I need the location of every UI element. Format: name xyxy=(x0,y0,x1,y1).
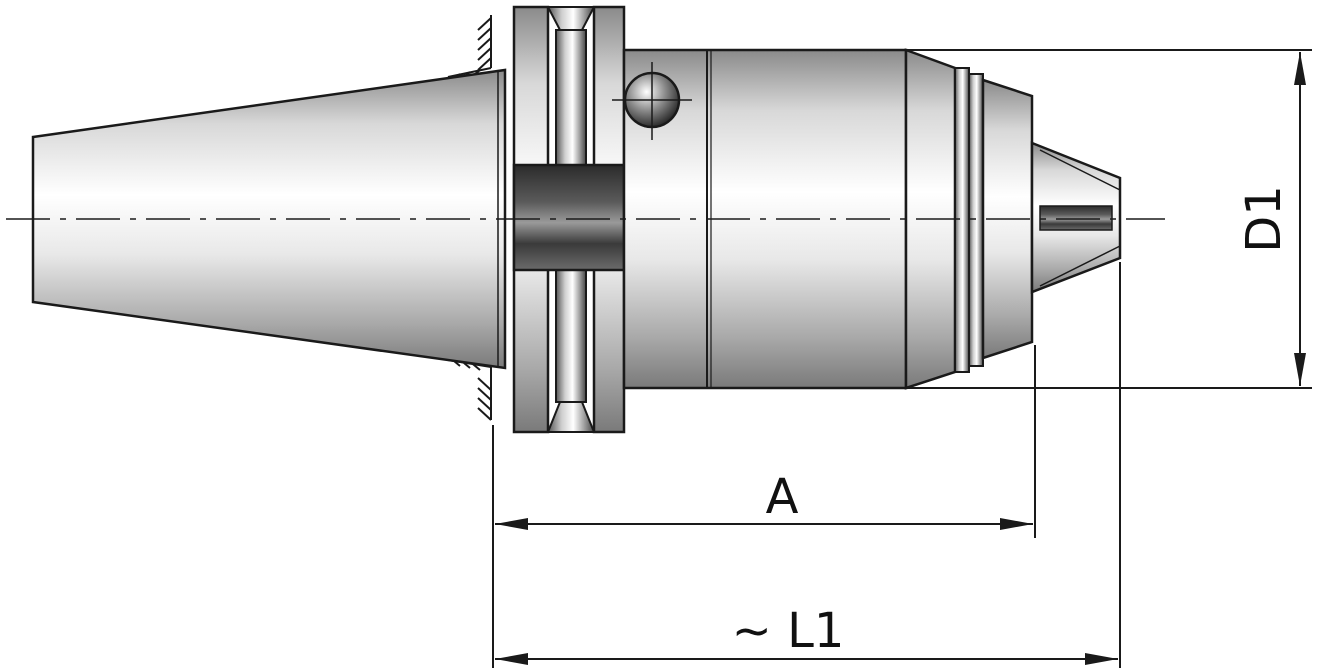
dimension-a-label: A xyxy=(766,469,799,525)
chuck-ring-1 xyxy=(954,67,970,373)
v-groove-lower xyxy=(546,401,596,433)
dimension-d1-label: D1 xyxy=(1236,185,1292,253)
taper-shank xyxy=(31,68,507,370)
extension-lines xyxy=(492,49,1312,668)
jaw-bore xyxy=(1039,205,1113,231)
dimension-l1-label: ~ L1 xyxy=(732,603,845,659)
v-groove-upper xyxy=(546,6,596,31)
drive-slot xyxy=(512,163,626,272)
jaw-line-2 xyxy=(1039,245,1121,287)
jaw-line-1 xyxy=(1039,149,1121,191)
chuck-ring-2 xyxy=(968,73,984,367)
